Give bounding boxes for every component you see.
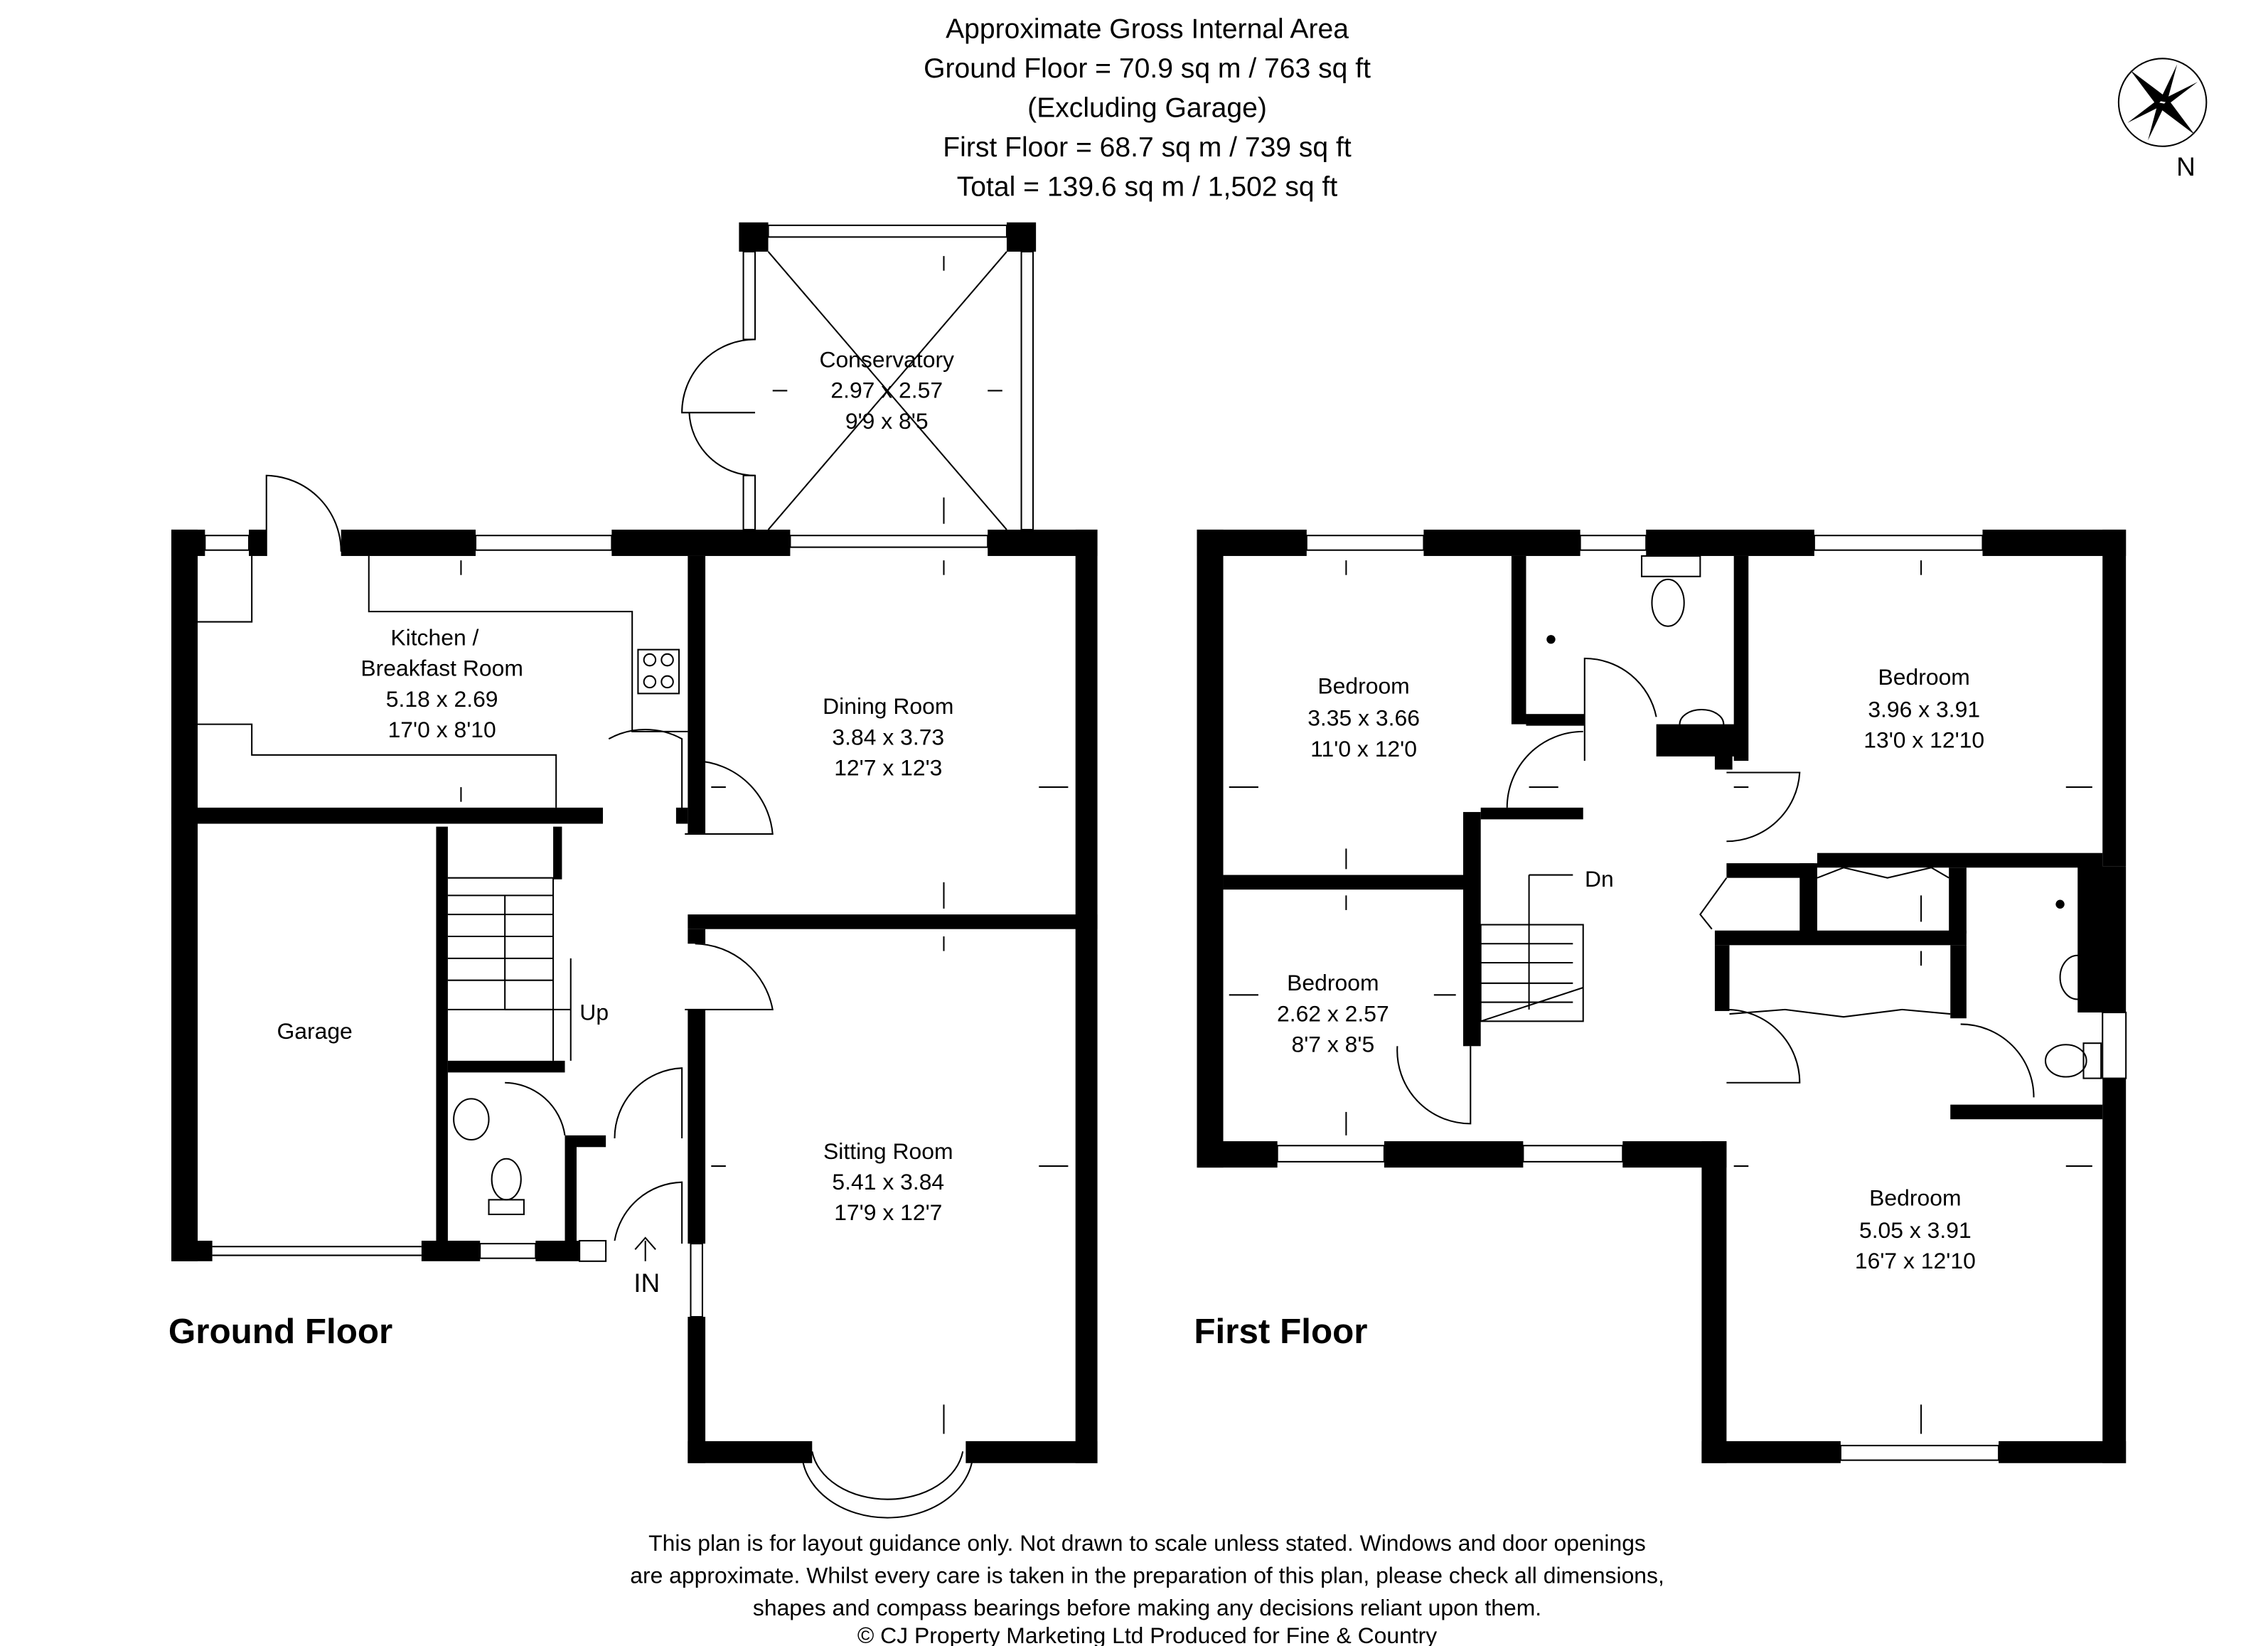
compass-rose-icon — [2117, 58, 2208, 147]
room-name: Breakfast Room — [360, 656, 523, 681]
room-garage: Garage — [277, 1018, 352, 1044]
room-bedroom-3: Bedroom 2.62 x 2.57 8'7 x 8'5 — [1277, 970, 1389, 1057]
room-imperial: 9'9 x 8'5 — [845, 408, 929, 434]
room-kitchen: Kitchen / Breakfast Room 5.18 x 2.69 17'… — [360, 624, 523, 742]
room-metric: 3.35 x 3.66 — [1307, 705, 1420, 731]
room-conservatory: Conservatory 2.97 x 2.57 9'9 x 8'5 — [819, 347, 954, 434]
room-metric: 3.84 x 3.73 — [832, 724, 944, 749]
room-metric: 5.05 x 3.91 — [1859, 1217, 1972, 1243]
first-floor-area: First Floor = 68.7 sq m / 739 sq ft — [943, 132, 1352, 163]
room-imperial: 17'9 x 12'7 — [834, 1199, 942, 1225]
room-imperial: 12'7 x 12'3 — [834, 755, 942, 781]
room-metric: 5.41 x 3.84 — [832, 1169, 944, 1195]
ground-floor-title: Ground Floor — [169, 1312, 392, 1351]
room-bedroom-4: Bedroom 5.05 x 3.91 16'7 x 12'10 — [1855, 1185, 1976, 1273]
room-metric: 3.96 x 3.91 — [1868, 696, 1980, 722]
first-floor-stairs — [1480, 874, 1584, 1022]
room-sitting: Sitting Room 5.41 x 3.84 17'9 x 12'7 — [823, 1138, 953, 1225]
room-name: Kitchen / — [390, 624, 478, 650]
room-name: Bedroom — [1317, 673, 1409, 698]
area-title: Approximate Gross Internal Area — [946, 14, 1349, 45]
room-metric: 2.62 x 2.57 — [1277, 1000, 1389, 1026]
room-name: Conservatory — [819, 347, 954, 373]
disclaimer-line: This plan is for layout guidance only. N… — [648, 1530, 1646, 1556]
room-metric: 2.97 x 2.57 — [830, 378, 943, 403]
total-area: Total = 139.6 sq m / 1,502 sq ft — [957, 172, 1338, 203]
first-floor-walls — [1197, 529, 2127, 1463]
entrance-label: IN — [633, 1268, 660, 1298]
dimension-arrows — [460, 256, 2092, 1434]
stairs-up-label: Up — [579, 999, 609, 1025]
room-dining: Dining Room 3.84 x 3.73 12'7 x 12'3 — [823, 693, 953, 780]
room-name: Dining Room — [823, 693, 953, 719]
room-name: Bedroom — [1878, 664, 1970, 690]
disclaimer-line: shapes and compass bearings before makin… — [753, 1595, 1541, 1620]
ground-floor-area: Ground Floor = 70.9 sq m / 763 sq ft — [924, 53, 1371, 84]
room-imperial: 13'0 x 12'10 — [1863, 727, 1984, 753]
room-name: Sitting Room — [823, 1138, 953, 1164]
stairs-down-label: Dn — [1585, 866, 1614, 892]
copyright-line: © CJ Property Marketing Ltd Produced for… — [857, 1623, 1437, 1646]
room-imperial: 17'0 x 8'10 — [388, 717, 496, 742]
room-imperial: 11'0 x 12'0 — [1310, 736, 1417, 761]
first-floor-title: First Floor — [1194, 1312, 1367, 1351]
room-name: Bedroom — [1869, 1185, 1961, 1211]
area-summary: Approximate Gross Internal Area Ground F… — [924, 14, 1371, 203]
room-bedroom-2: Bedroom 3.96 x 3.91 13'0 x 12'10 — [1863, 664, 1984, 752]
entrance-arrow-icon — [634, 1236, 656, 1261]
compass-north-label: N — [2176, 151, 2195, 181]
room-bedroom-1: Bedroom 3.35 x 3.66 11'0 x 12'0 — [1307, 673, 1420, 761]
room-imperial: 16'7 x 12'10 — [1855, 1248, 1976, 1273]
disclaimer: This plan is for layout guidance only. N… — [630, 1530, 1664, 1646]
room-imperial: 8'7 x 8'5 — [1291, 1032, 1374, 1057]
room-metric: 5.18 x 2.69 — [386, 686, 498, 712]
ground-floor-walls — [171, 222, 1098, 1519]
excluding-garage-note: (Excluding Garage) — [1027, 93, 1267, 124]
ground-floor-stairs — [447, 877, 572, 1061]
disclaimer-line: are approximate. Whilst every care is ta… — [630, 1563, 1664, 1588]
room-name: Bedroom — [1287, 970, 1379, 995]
